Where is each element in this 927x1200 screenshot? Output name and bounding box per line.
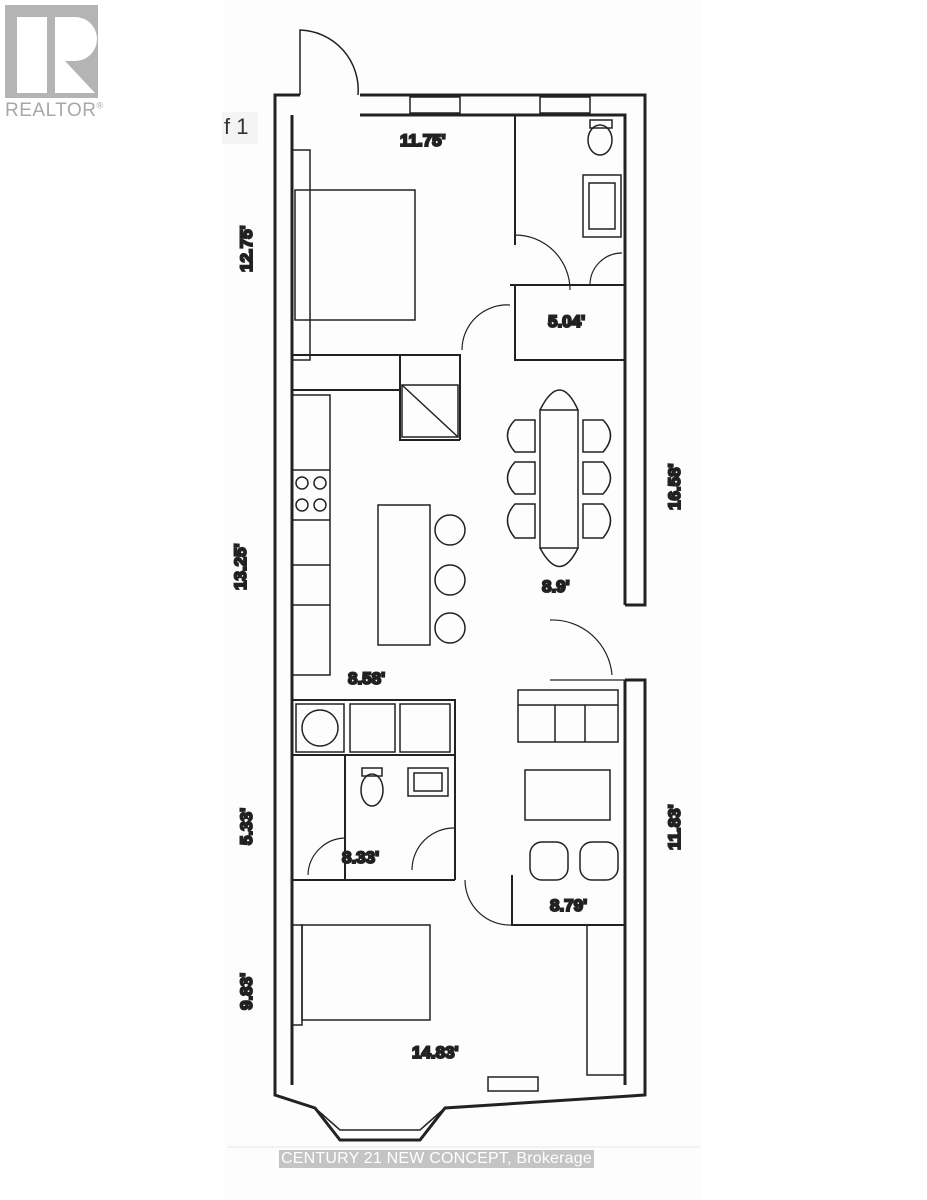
dim-bedroom1-height: 12.75' — [237, 225, 256, 272]
bathroom-fixtures-top — [582, 119, 622, 238]
bedroom-furniture — [291, 149, 626, 1076]
registered-mark: ® — [96, 100, 104, 111]
dim-dining-height: 16.58' — [665, 463, 684, 510]
dim-living-width: 8.79' — [550, 896, 587, 915]
realtor-r-icon — [5, 5, 98, 98]
doors — [307, 234, 625, 926]
stairs — [401, 384, 459, 438]
dim-bath-height: 5.33' — [237, 808, 256, 845]
dim-top-width: 11.75' — [400, 131, 446, 150]
windows — [314, 96, 591, 1131]
dim-dining-width: 8.9' — [542, 577, 570, 596]
dining-table — [506, 389, 612, 568]
interior-walls — [292, 115, 625, 926]
page-indicator: f 1 — [222, 112, 259, 144]
brokerage-watermark: CENTURY 21 NEW CONCEPT, Brokerage — [279, 1150, 594, 1168]
dim-bath-width: 8.33' — [342, 848, 379, 867]
dim-bedroom2-width: 14.83' — [412, 1043, 459, 1062]
kitchen-island — [377, 504, 466, 646]
kitchen-counter — [292, 394, 331, 676]
entry-door — [299, 29, 359, 96]
dim-bedroom2-height: 9.83' — [237, 973, 256, 1010]
dim-kitchen-height: 13.25' — [231, 543, 250, 590]
bathroom-fixtures — [360, 767, 449, 807]
floor-plan-background — [225, 0, 702, 1200]
realtor-logo: REALTOR® — [5, 5, 103, 122]
living-furniture — [517, 689, 619, 881]
dim-living-height: 11.83' — [665, 804, 684, 850]
dim-kitchen-width: 8.58' — [348, 669, 385, 688]
realtor-logo-text: REALTOR — [5, 100, 97, 121]
dim-closet: 5.04' — [548, 312, 585, 331]
laundry — [295, 703, 451, 753]
